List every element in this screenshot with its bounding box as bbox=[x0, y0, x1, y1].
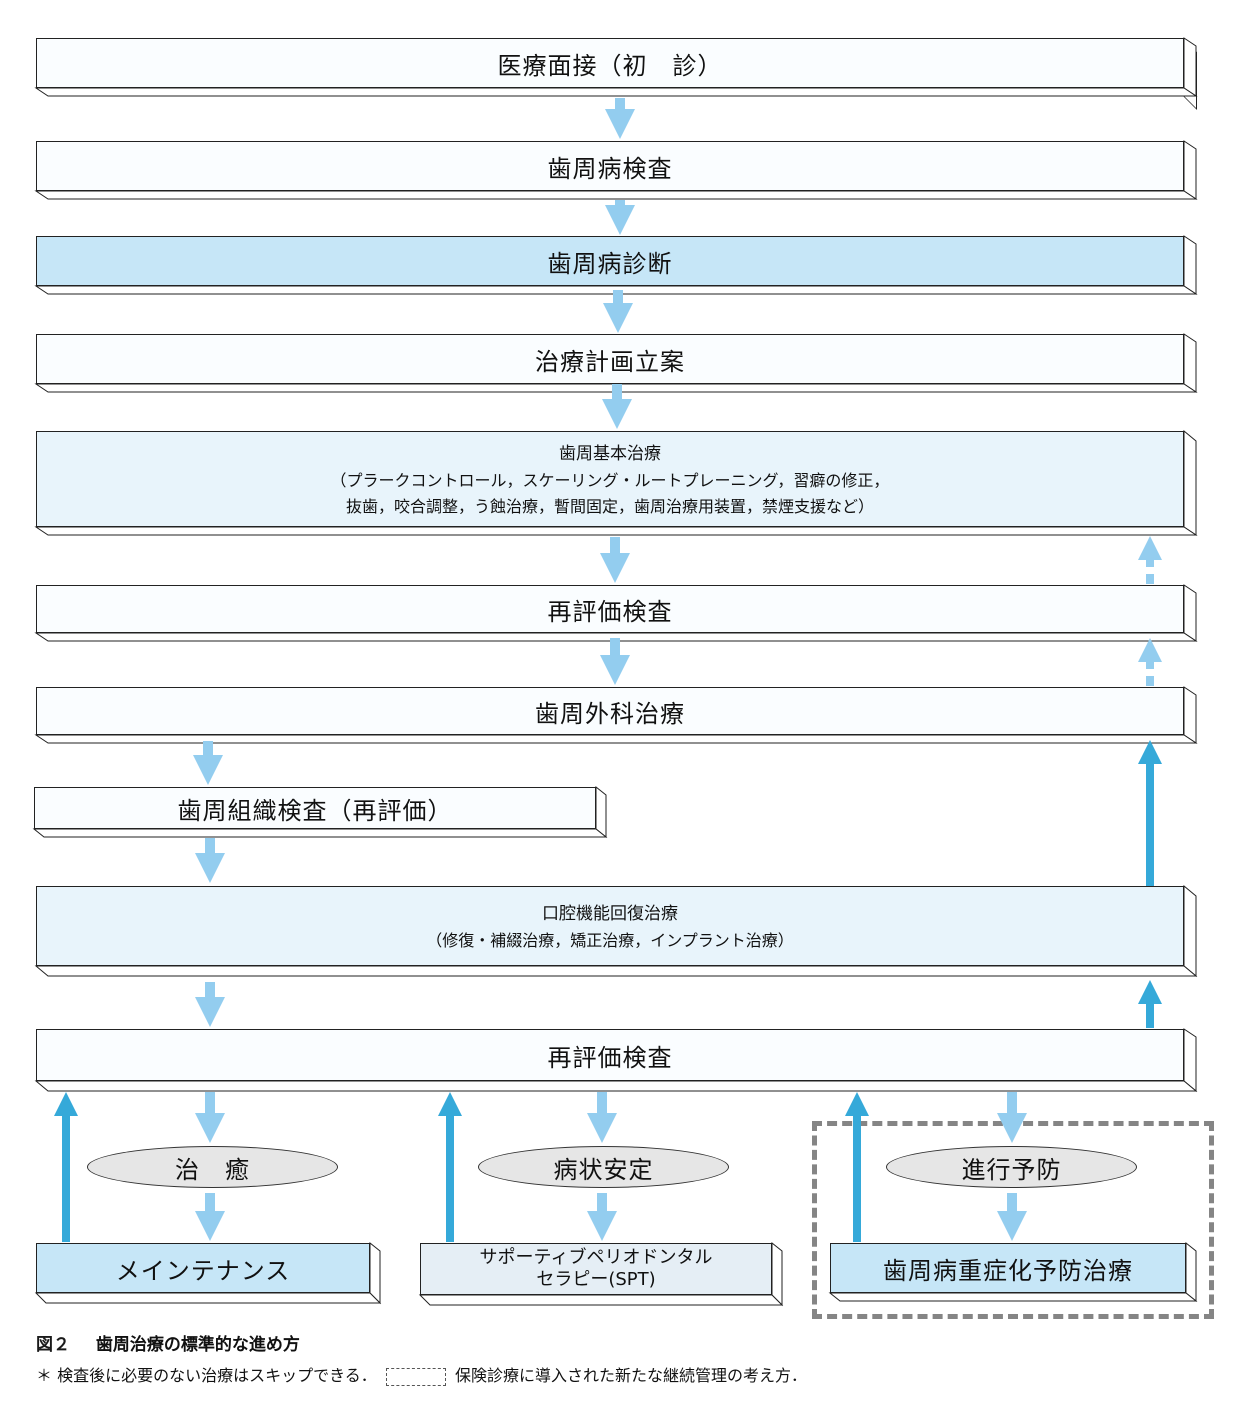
box-spt: サポーティブペリオドンタル セラピー(SPT) bbox=[420, 1243, 772, 1295]
side-reeval2 bbox=[1183, 1028, 1197, 1093]
box-spt-line2: セラピー(SPT) bbox=[536, 1269, 656, 1290]
side-prevention-bottom bbox=[828, 1292, 1198, 1302]
box-basic-treatment-line1: （プラークコントロール，スケーリング・ルートプレーニング，習癖の修正， bbox=[330, 470, 890, 490]
oval-stable-label: 病状安定 bbox=[553, 1155, 654, 1184]
side-oral-bottom bbox=[34, 965, 1198, 977]
box-reevaluation-1: 再評価検査 bbox=[36, 585, 1184, 633]
note-skip-text: ＊ 検査後に必要のない治療はスキップできる． bbox=[36, 1366, 377, 1385]
side-basic-bottom bbox=[34, 526, 1198, 536]
oval-progress-prevention: 進行予防 bbox=[886, 1146, 1137, 1188]
strong-up-arrows bbox=[54, 740, 1162, 1242]
box-maintenance-label: メインテナンス bbox=[115, 1256, 291, 1285]
box-periodontal-exam-label: 歯周病検査 bbox=[547, 154, 673, 183]
box-spt-line1: サポーティブペリオドンタル bbox=[479, 1247, 713, 1268]
side-surgery bbox=[1183, 686, 1197, 744]
figure-title: 歯周治療の標準的な進め方 bbox=[95, 1335, 300, 1355]
box-reevaluation-2: 再評価検査 bbox=[36, 1029, 1184, 1081]
box-prevention-treatment: 歯周病重症化予防治療 bbox=[830, 1243, 1186, 1293]
figure-note: ＊ 検査後に必要のない治療はスキップできる． 保険診療に導入された新たな継続管理… bbox=[36, 1362, 807, 1386]
box-oral-function-treatment: 口腔機能回復治療 （修復・補綴治療，矯正治療，インプラント治療） bbox=[36, 886, 1184, 966]
note-insurance-text: 保険診療に導入された新たな継続管理の考え方． bbox=[454, 1366, 807, 1385]
box-basic-treatment-title: 歯周基本治療 bbox=[559, 443, 661, 464]
box-tissue-exam-label: 歯周組織検査（再評価） bbox=[177, 796, 453, 825]
box-maintenance: メインテナンス bbox=[36, 1243, 370, 1293]
side-reeval1-bottom bbox=[34, 632, 1198, 642]
side-exam bbox=[1183, 140, 1197, 200]
side-exam-bottom bbox=[34, 190, 1198, 200]
box-treatment-plan-label: 治療計画立案 bbox=[535, 347, 685, 376]
box-oral-function-title: 口腔機能回復治療 bbox=[542, 903, 678, 924]
figure-caption: 図２ 歯周治療の標準的な進め方 bbox=[36, 1330, 300, 1355]
side-reeval1 bbox=[1183, 584, 1197, 642]
side-initial bbox=[1183, 37, 1197, 97]
oval-progress-label: 進行予防 bbox=[961, 1155, 1062, 1184]
note-dashed-legend bbox=[385, 1367, 446, 1386]
side-prevention bbox=[1185, 1241, 1197, 1303]
box-periodontal-surgery-label: 歯周外科治療 bbox=[535, 699, 685, 728]
box-oral-function-line1: （修復・補綴治療，矯正治療，インプラント治療） bbox=[426, 930, 794, 950]
box-basic-treatment: 歯周基本治療 （プラークコントロール，スケーリング・ルートプレーニング，習癖の修… bbox=[36, 431, 1184, 527]
side-initial-bottom bbox=[34, 87, 1198, 97]
side-diagnosis bbox=[1183, 235, 1197, 295]
box-reevaluation-1-label: 再評価検査 bbox=[547, 597, 673, 626]
box-3d-sides bbox=[32, 37, 1198, 1307]
box-periodontal-diagnosis: 歯周病診断 bbox=[36, 236, 1184, 286]
oval-cure: 治 癒 bbox=[87, 1146, 338, 1188]
side-surgery-bottom bbox=[34, 734, 1198, 744]
side-basic bbox=[1183, 429, 1197, 536]
side-oral bbox=[1183, 884, 1197, 978]
side-spt bbox=[771, 1241, 783, 1307]
box-treatment-plan: 治療計画立案 bbox=[36, 334, 1184, 384]
box-initial-interview-label: 医療面接（初 診） bbox=[497, 51, 723, 80]
box-periodontal-surgery: 歯周外科治療 bbox=[36, 687, 1184, 735]
side-plan bbox=[1183, 333, 1197, 393]
oval-stable: 病状安定 bbox=[478, 1146, 729, 1188]
box-tissue-exam: 歯周組織検査（再評価） bbox=[34, 787, 596, 829]
oval-cure-label: 治 癒 bbox=[175, 1155, 250, 1184]
side-maintenance-bottom bbox=[34, 1292, 382, 1304]
side-tissue-bottom bbox=[32, 828, 608, 838]
side-reeval2-bottom bbox=[34, 1080, 1198, 1092]
box-basic-treatment-line2: 抜歯，咬合調整，う蝕治療，暫間固定，歯周治療用装置，禁煙支援など） bbox=[345, 496, 874, 516]
box-periodontal-diagnosis-label: 歯周病診断 bbox=[547, 249, 673, 278]
down-arrows bbox=[193, 98, 1027, 1241]
box-reevaluation-2-label: 再評価検査 bbox=[547, 1043, 673, 1072]
side-tissue bbox=[595, 785, 607, 839]
box-initial-interview: 医療面接（初 診） bbox=[36, 38, 1184, 88]
side-spt-bottom bbox=[418, 1294, 784, 1306]
figure-number: 図２ bbox=[36, 1335, 70, 1355]
box-prevention-treatment-label: 歯周病重症化予防治療 bbox=[883, 1256, 1133, 1285]
